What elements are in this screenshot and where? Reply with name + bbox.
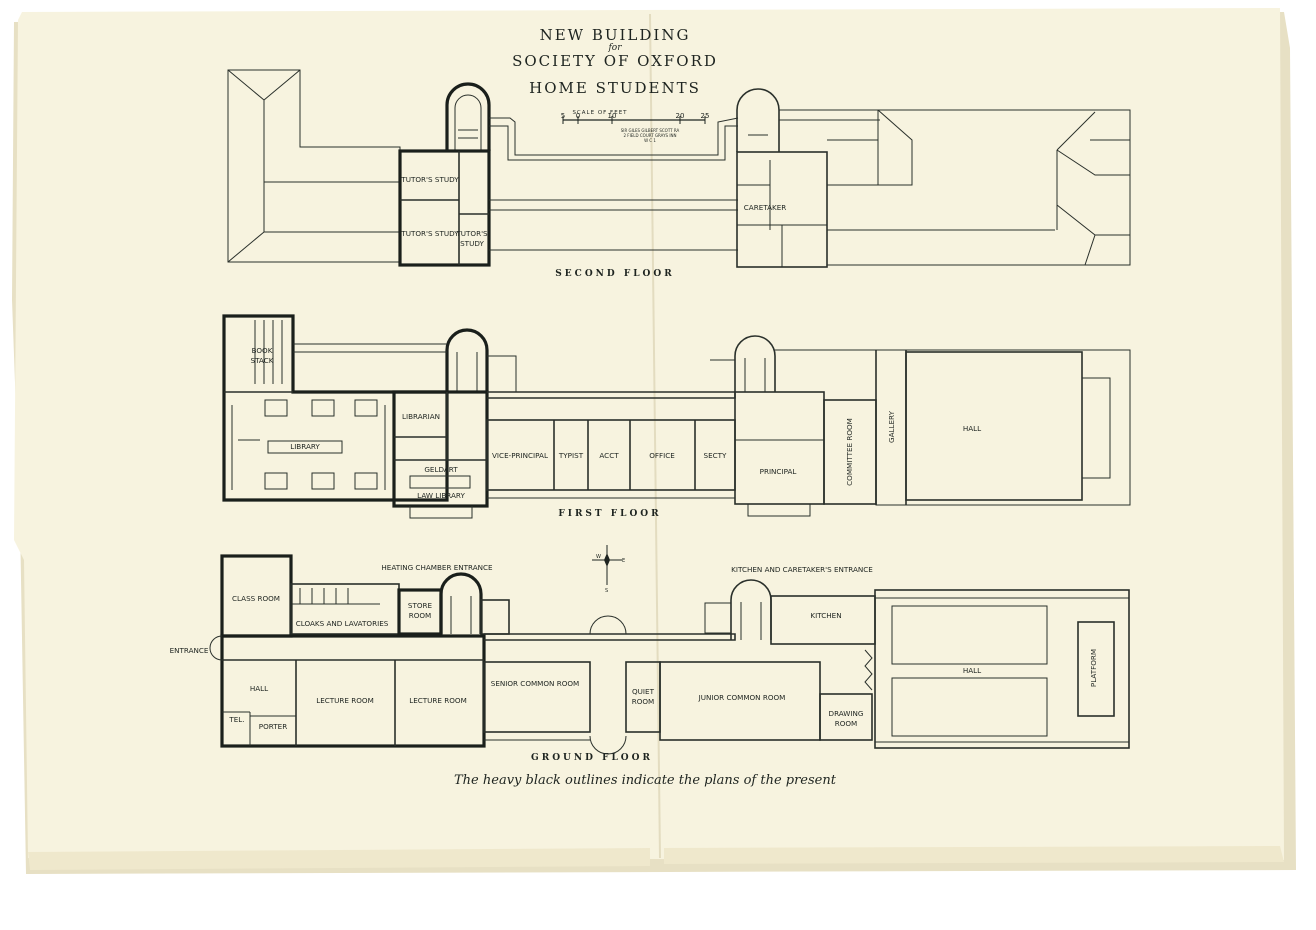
lavatory-cubicles xyxy=(292,588,380,605)
architect-line-2: 2 FIELD COURT GRAYS INN xyxy=(623,133,676,138)
room-junior-common-room: JUNIOR COMMON ROOM xyxy=(698,693,786,702)
first-floor-label: FIRST FLOOR xyxy=(558,509,661,519)
room-quiet-room-b: ROOM xyxy=(632,697,655,706)
room-lecture-room-2: LECTURE ROOM xyxy=(409,696,467,705)
room-book-stack-a: BOOK xyxy=(252,346,273,355)
east-wing: KITCHEN DRAWING ROOM HALL PLATFORM xyxy=(770,589,1130,749)
heating-chamber-entrance-label: HEATING CHAMBER ENTRANCE xyxy=(381,563,493,572)
room-librarian: LIBRARIAN xyxy=(402,412,440,421)
right-roof xyxy=(779,109,1131,266)
compass-e: E xyxy=(622,558,625,564)
room-vice-principal: VICE-PRINCIPAL xyxy=(492,451,548,460)
scale-tick-0: 5 xyxy=(561,112,565,120)
room-typist: TYPIST xyxy=(558,451,584,460)
first-floor-plan: BOOK STACK LIBRARY xyxy=(222,314,1131,519)
room-cloaks-and-lavatories: CLOAKS AND LAVATORIES xyxy=(296,619,389,628)
scale-bar: SCALE OF FEET 5 0 10 20 25 SIR GILES GIL… xyxy=(561,110,710,143)
room-office: OFFICE xyxy=(649,451,675,460)
paper xyxy=(12,8,1296,874)
room-porter: PORTER xyxy=(259,722,287,731)
label-entrance: ENTRANCE xyxy=(170,646,209,655)
room-acct: ACCT xyxy=(599,451,619,460)
room-geldart: GELDART xyxy=(424,465,458,474)
room-tutors-study-1: TUTOR'S STUDY xyxy=(400,175,459,184)
room-drawing-room-b: ROOM xyxy=(835,719,858,728)
scale-tick-3: 20 xyxy=(676,112,685,120)
room-store-room-b: ROOM xyxy=(409,611,432,620)
room-library: LIBRARY xyxy=(290,442,320,451)
scale-tick-2: 10 xyxy=(608,112,617,120)
second-floor-connector xyxy=(489,117,739,251)
ground-floor-plan: HEATING CHAMBER ENTRANCE KITCHEN AND CAR… xyxy=(170,554,1130,763)
kitchen-entrance-label: KITCHEN AND CARETAKER'S ENTRANCE xyxy=(731,565,873,574)
hall-block: COMMITTEE ROOM GALLERY HALL xyxy=(823,349,1131,506)
scale-label: SCALE OF FEET xyxy=(572,110,627,116)
room-caretaker: CARETAKER xyxy=(744,203,786,212)
room-law-library: LAW LIBRARY xyxy=(417,491,465,500)
room-platform: PLATFORM xyxy=(1089,649,1098,687)
title-line-3: SOCIETY OF OXFORD xyxy=(512,52,718,70)
title-line-2: for xyxy=(607,43,622,53)
second-floor-left-block: TUTOR'S STUDY TUTOR'S STUDY TUTOR'S STUD… xyxy=(398,82,491,267)
caption: The heavy black outlines indicate the pl… xyxy=(454,773,837,788)
scale-tick-4: 25 xyxy=(701,112,710,120)
room-tutors-study-3b: STUDY xyxy=(460,239,484,248)
compass-w: W xyxy=(596,554,601,560)
room-quiet-room-a: QUIET xyxy=(632,687,655,696)
room-class-room: CLASS ROOM xyxy=(232,594,280,603)
room-committee-room: COMMITTEE ROOM xyxy=(845,418,854,486)
compass-s: S xyxy=(605,588,608,594)
title-line-4: HOME STUDENTS xyxy=(529,79,701,97)
room-tutors-study-2: TUTOR'S STUDY xyxy=(400,229,459,238)
second-floor-caretaker-block: CARETAKER xyxy=(736,88,828,268)
room-drawing-room-a: DRAWING xyxy=(829,709,864,718)
second-floor-plan: TUTOR'S STUDY TUTOR'S STUDY TUTOR'S STUD… xyxy=(227,69,1131,279)
room-hall-small: HALL xyxy=(250,684,268,693)
room-gallery: GALLERY xyxy=(887,410,896,443)
title-line-1: NEW BUILDING xyxy=(540,26,691,44)
ground-floor-label: GROUND FLOOR xyxy=(531,753,653,763)
architect-line-3: W C 1 xyxy=(644,138,656,143)
title-block: NEW BUILDING for SOCIETY OF OXFORD HOME … xyxy=(512,26,718,97)
room-book-stack-b: STACK xyxy=(251,356,274,365)
room-principal: PRINCIPAL xyxy=(760,467,797,476)
architect-line-1: SIR GILES GILBERT SCOTT RA xyxy=(621,128,680,133)
room-secty: SECTY xyxy=(704,451,728,460)
room-tutors-study-3a: TUTOR'S xyxy=(455,229,488,238)
room-tel: TEL. xyxy=(228,715,244,724)
second-floor-label: SECOND FLOOR xyxy=(555,269,674,279)
scale-tick-1: 0 xyxy=(576,112,580,120)
compass-rose: W E S xyxy=(592,545,625,594)
room-hall-first: HALL xyxy=(963,424,981,433)
left-roof xyxy=(227,69,401,263)
west-wing: CLASS ROOM CLOAKS AND LAVATORIES STORE R… xyxy=(170,554,510,748)
room-hall-large: HALL xyxy=(963,666,981,675)
library-desks xyxy=(231,399,386,490)
room-lecture-room-1: LECTURE ROOM xyxy=(316,696,374,705)
room-senior-common-room: SENIOR COMMON ROOM xyxy=(491,679,579,688)
room-kitchen: KITCHEN xyxy=(810,611,841,620)
book-stack-shelves xyxy=(254,320,283,384)
room-store-room-a: STORE xyxy=(408,601,433,610)
